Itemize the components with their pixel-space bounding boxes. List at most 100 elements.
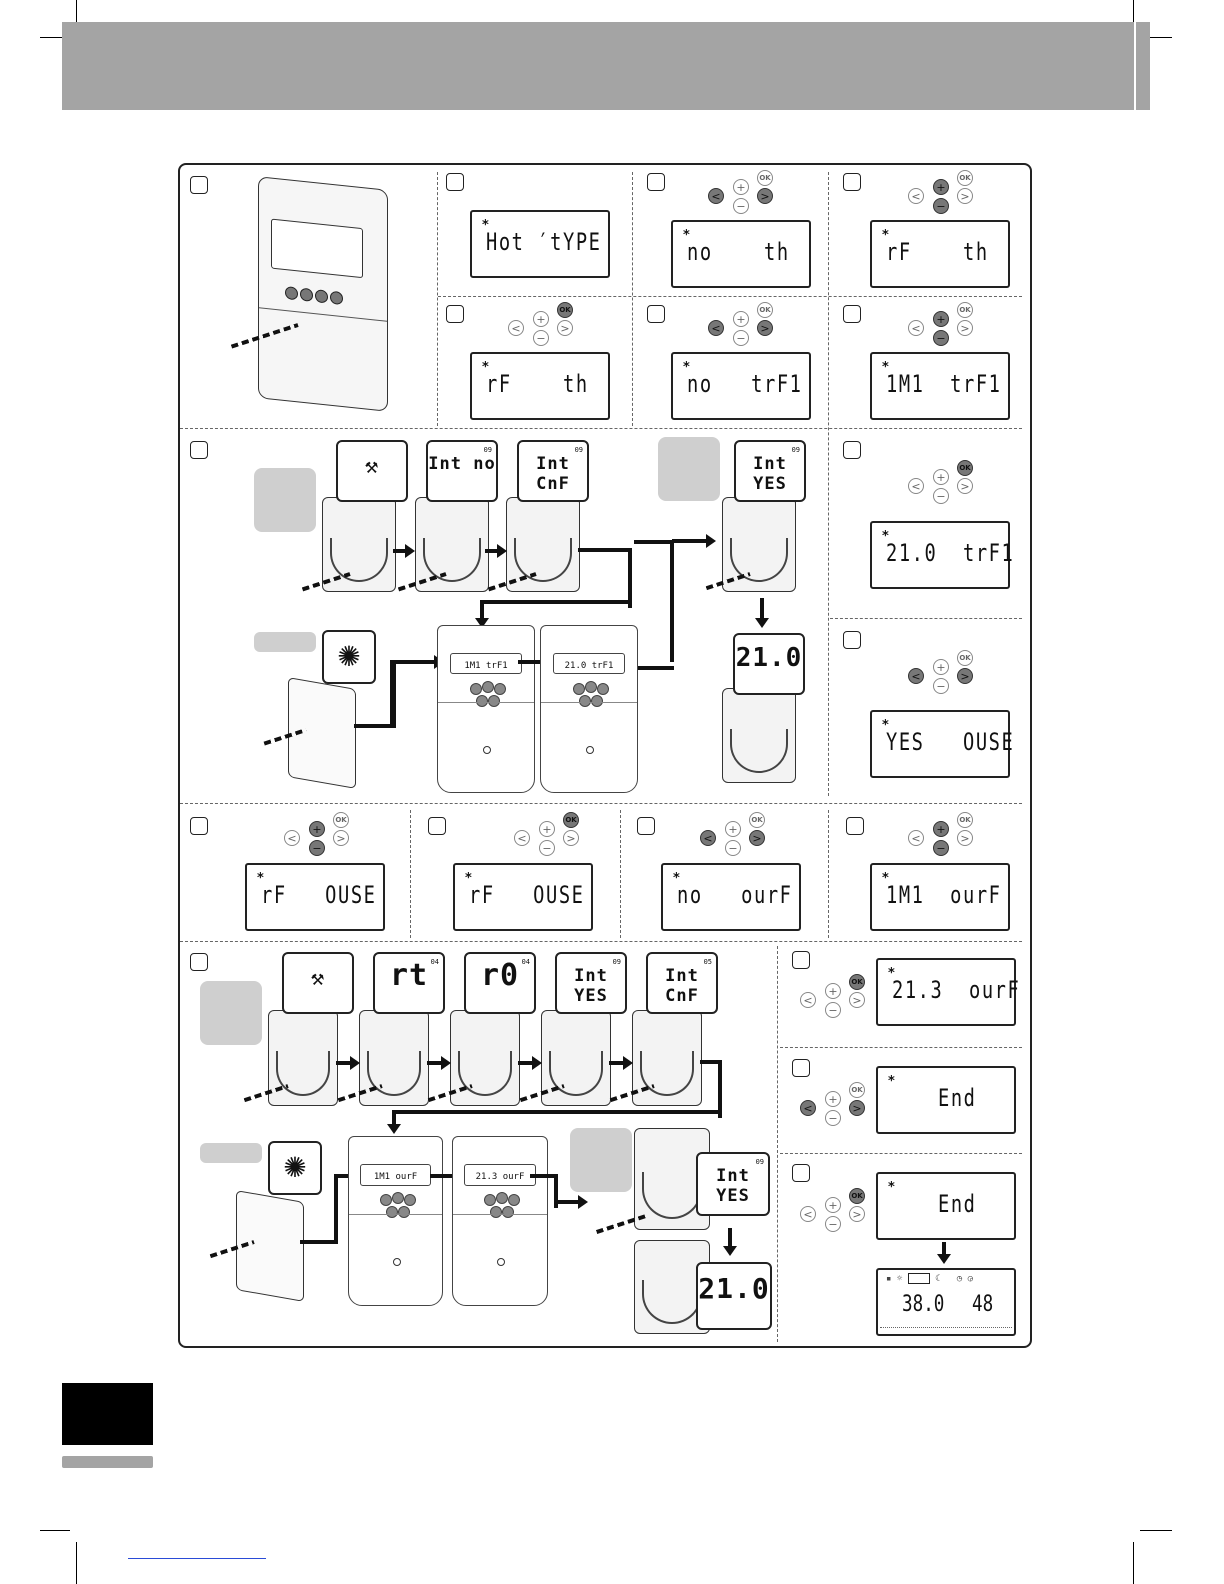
left-button[interactable]: <	[708, 188, 724, 204]
left-button[interactable]: <	[908, 320, 924, 336]
minus-button[interactable]: −	[539, 840, 555, 856]
ok-button[interactable]: OK	[957, 812, 973, 828]
ok-button[interactable]: OK	[957, 650, 973, 666]
plus-button[interactable]: +	[825, 1091, 841, 1107]
minus-button[interactable]: −	[825, 1110, 841, 1126]
plus-button[interactable]: +	[933, 179, 949, 195]
step-box	[190, 817, 208, 835]
right-button[interactable]: >	[333, 830, 349, 846]
left-button[interactable]: <	[508, 320, 524, 336]
right-button[interactable]: >	[757, 188, 773, 204]
ok-button[interactable]: OK	[563, 812, 579, 828]
flow-arrow	[723, 1228, 737, 1256]
minus-button[interactable]: −	[825, 1002, 841, 1018]
minus-button[interactable]: −	[933, 198, 949, 214]
plus-button[interactable]: +	[825, 983, 841, 999]
divider	[180, 941, 1022, 942]
plus-button[interactable]: +	[733, 311, 749, 327]
ok-button[interactable]: OK	[749, 812, 765, 828]
left-button[interactable]: <	[800, 1206, 816, 1222]
right-button[interactable]: >	[757, 320, 773, 336]
right-button[interactable]: >	[849, 1206, 865, 1222]
thermostat	[506, 497, 580, 592]
speech-bubble-tools-icon: ⚒	[336, 440, 408, 502]
bubble-text: Int YES	[716, 1166, 750, 1206]
right-button[interactable]: >	[957, 320, 973, 336]
flow-connector	[578, 548, 632, 608]
right-button[interactable]: >	[849, 992, 865, 1008]
minus-button[interactable]: −	[933, 330, 949, 346]
minus-button[interactable]: −	[733, 330, 749, 346]
lcd-text: rF th	[486, 370, 589, 398]
controller-screen: 21.0 trF1	[552, 652, 626, 675]
plus-button[interactable]: +	[933, 821, 949, 837]
ok-button[interactable]: OK	[333, 812, 349, 828]
right-button[interactable]: >	[957, 188, 973, 204]
minus-button[interactable]: −	[725, 840, 741, 856]
minus-button[interactable]: −	[533, 330, 549, 346]
lcd-display: * rF OUSE	[245, 863, 385, 931]
bubble-superscript: 09	[612, 958, 621, 966]
ok-button[interactable]: OK	[757, 170, 773, 186]
flow-connector	[634, 540, 674, 670]
right-button[interactable]: >	[749, 830, 765, 846]
star-indicator: *	[888, 1180, 895, 1195]
right-button[interactable]: >	[557, 320, 573, 336]
thermostat	[268, 1010, 338, 1106]
ok-button[interactable]: OK	[557, 302, 573, 318]
lcd-display: * no ourF	[661, 863, 801, 931]
left-button[interactable]: <	[908, 830, 924, 846]
ok-button[interactable]: OK	[957, 302, 973, 318]
minus-button[interactable]: −	[933, 678, 949, 694]
right-button[interactable]: >	[849, 1100, 865, 1116]
plus-button[interactable]: +	[533, 311, 549, 327]
left-button[interactable]: <	[908, 188, 924, 204]
right-button[interactable]: >	[957, 478, 973, 494]
left-button[interactable]: <	[800, 1100, 816, 1116]
ok-button[interactable]: OK	[757, 302, 773, 318]
left-button[interactable]: <	[514, 830, 530, 846]
ok-button[interactable]: OK	[849, 1082, 865, 1098]
step-box	[843, 173, 861, 191]
final-lcd-right: 48	[972, 1292, 994, 1317]
right-button[interactable]: >	[957, 668, 973, 684]
crop-mark	[1140, 1530, 1172, 1531]
ok-button[interactable]: OK	[849, 1188, 865, 1204]
plus-button[interactable]: +	[309, 821, 325, 837]
right-button[interactable]: >	[957, 830, 973, 846]
minus-button[interactable]: −	[309, 840, 325, 856]
plus-button[interactable]: +	[933, 311, 949, 327]
plus-button[interactable]: +	[725, 821, 741, 837]
plus-button[interactable]: +	[539, 821, 555, 837]
right-button[interactable]: >	[563, 830, 579, 846]
left-button[interactable]: <	[284, 830, 300, 846]
lcd-display: * 21.0 trF1	[870, 521, 1013, 589]
minus-button[interactable]: −	[933, 488, 949, 504]
left-button[interactable]: <	[700, 830, 716, 846]
minus-button[interactable]: −	[933, 840, 949, 856]
plus-button[interactable]: +	[825, 1197, 841, 1213]
button-pad: < + − > OK	[504, 302, 574, 352]
minus-button[interactable]: −	[825, 1216, 841, 1232]
plus-button[interactable]: +	[933, 469, 949, 485]
step-box	[637, 817, 655, 835]
left-button[interactable]: <	[708, 320, 724, 336]
plus-button[interactable]: +	[733, 179, 749, 195]
star-indicator: *	[465, 871, 472, 886]
minus-button[interactable]: −	[733, 198, 749, 214]
bubble-superscript: 04	[430, 958, 439, 966]
ok-button[interactable]: OK	[957, 460, 973, 476]
step-box	[792, 1059, 810, 1077]
flow-arrow	[556, 1195, 588, 1209]
left-button[interactable]: <	[800, 992, 816, 1008]
ok-button[interactable]: OK	[849, 974, 865, 990]
button-pad: < + − > OK	[704, 170, 774, 220]
header-bar	[62, 22, 1134, 110]
left-button[interactable]: <	[908, 668, 924, 684]
ok-button[interactable]: OK	[957, 170, 973, 186]
left-button[interactable]: <	[908, 478, 924, 494]
step-box	[647, 305, 665, 323]
controller-led	[483, 745, 491, 754]
plus-button[interactable]: +	[933, 659, 949, 675]
